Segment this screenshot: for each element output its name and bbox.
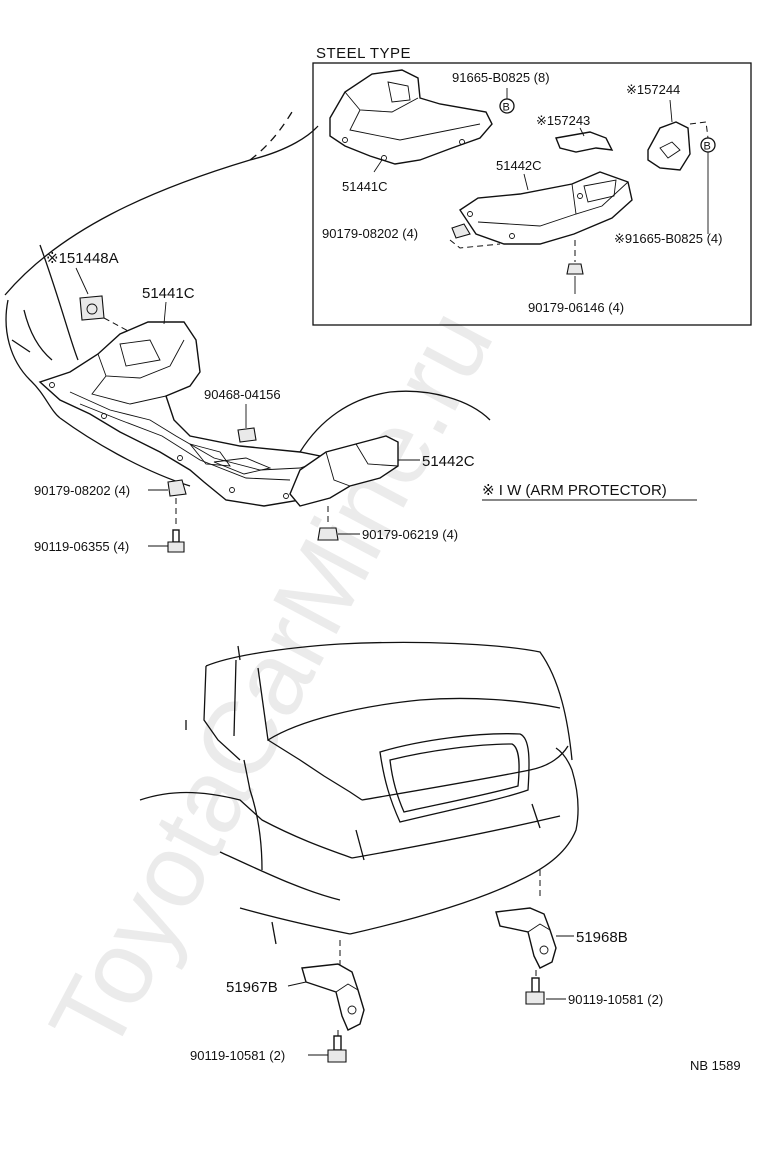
nut-90179-06219 bbox=[317, 527, 339, 541]
label-91665-b0825-8: 91665-B0825 (8) bbox=[452, 70, 550, 85]
marker-b-label: B bbox=[503, 102, 510, 114]
label-steel-51442c: 51442C bbox=[496, 158, 542, 173]
clip-90179-08202-steel bbox=[451, 223, 471, 239]
front-body-outline bbox=[4, 111, 491, 487]
steel-plate-51442c bbox=[459, 171, 633, 245]
label-90179-06146: 90179-06146 (4) bbox=[528, 300, 624, 315]
bolt-90119-10581-left bbox=[327, 1035, 347, 1063]
label-90119-10581-left: 90119-10581 (2) bbox=[190, 1048, 285, 1063]
bracket-157244 bbox=[647, 121, 691, 171]
label-steel-90179-08202: 90179-08202 (4) bbox=[322, 226, 418, 241]
bracket-51968b bbox=[495, 907, 557, 969]
bracket-51967b bbox=[301, 963, 365, 1031]
label-90468-04156: 90468-04156 bbox=[204, 387, 281, 402]
note-arm-protector: ※ I W (ARM PROTECTOR) bbox=[482, 482, 667, 499]
front-part-51442c bbox=[289, 435, 399, 507]
label-151448a: ※151448A bbox=[46, 250, 119, 267]
label-90119-06355: 90119-06355 (4) bbox=[34, 539, 129, 554]
label-front-51441c: 51441C bbox=[142, 285, 195, 302]
bolt-90119-10581-right bbox=[525, 977, 545, 1005]
nut-90179-06146 bbox=[566, 263, 584, 275]
clip-90468-04156 bbox=[237, 427, 257, 443]
steel-plate-51441c bbox=[329, 69, 493, 165]
front-undercover-assembly bbox=[38, 321, 341, 507]
label-51968b: 51968B bbox=[576, 929, 628, 946]
label-90179-06219: 90179-06219 (4) bbox=[362, 527, 458, 542]
label-front-90179-08202: 90179-08202 (4) bbox=[34, 483, 130, 498]
label-157243: ※157243 bbox=[536, 113, 590, 128]
label-91665-b0825-4: ※91665-B0825 (4) bbox=[614, 231, 722, 246]
rear-body-outline bbox=[139, 641, 579, 945]
block-151448a bbox=[79, 295, 105, 321]
steel-type-title: STEEL TYPE bbox=[316, 45, 411, 62]
clip-90179-08202-front bbox=[167, 479, 187, 497]
label-steel-51441c: 51441C bbox=[342, 179, 388, 194]
bracket-157243 bbox=[555, 131, 614, 153]
bolt-90119-06355 bbox=[167, 529, 185, 553]
label-157244: ※157244 bbox=[626, 82, 680, 97]
label-51967b: 51967B bbox=[226, 979, 278, 996]
label-front-51442c: 51442C bbox=[422, 453, 475, 470]
steel-type-frame bbox=[312, 62, 752, 326]
marker-b2-label: B bbox=[704, 141, 711, 153]
label-90119-10581-right: 90119-10581 (2) bbox=[568, 992, 663, 1007]
diagram-code: NB 1589 bbox=[690, 1058, 741, 1073]
